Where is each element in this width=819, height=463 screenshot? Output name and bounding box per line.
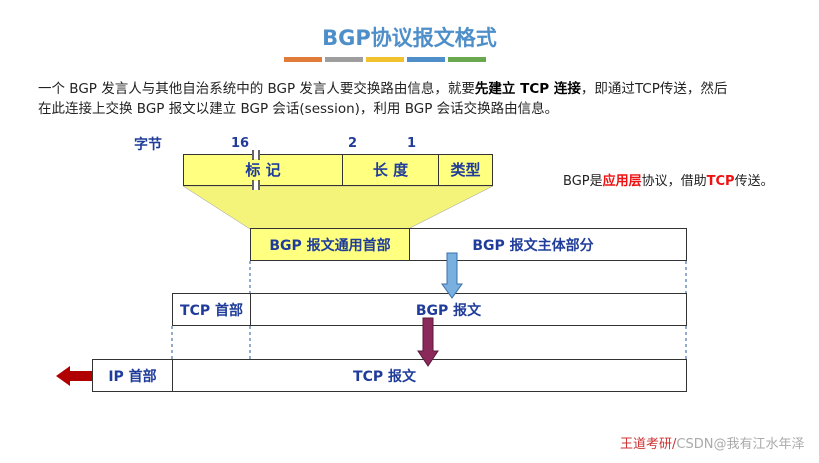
ip-payload-tcp: TCP 报文: [353, 368, 416, 385]
break-marks: [252, 150, 260, 190]
title-underline: [284, 57, 486, 62]
title-bar-3: [366, 57, 404, 62]
bgp-message-row: BGP 报文通用首部 BGP 报文主体部分: [250, 228, 687, 261]
bgp-note: BGP是应用层协议，借助TCP传送。: [563, 170, 774, 189]
intro-paragraph: 一个 BGP 发言人与其他自治系统中的 BGP 发言人要交换路由信息，就要先建立…: [38, 79, 798, 119]
footer-brand: 王道考研/: [620, 437, 677, 452]
left-arrow-red: [56, 366, 92, 386]
marker-size: 16: [231, 136, 250, 151]
note-app-layer: 应用层: [602, 174, 642, 189]
marker-field: 标 记: [245, 161, 281, 179]
footer-watermark: CSDN@我有江水年泽: [676, 437, 805, 452]
ip-datagram-row: IP 首部 TCP 报文: [92, 359, 687, 392]
field-divider-1: [342, 155, 343, 185]
note-suffix: 传送。: [734, 174, 774, 189]
footer: 王道考研/CSDN@我有江水年泽: [620, 433, 804, 452]
title-bar-5: [448, 57, 486, 62]
intro-line1-bold: 先建立 TCP 连接: [474, 81, 581, 97]
title-bar-1: [284, 57, 322, 62]
type-size: 1: [407, 136, 417, 151]
field-divider-2: [438, 155, 439, 185]
intro-line2: 在此连接上交换 BGP 报文以建立 BGP 会话(session)，利用 BGP…: [38, 101, 559, 117]
tcp-payload-bgp: BGP 报文: [415, 302, 482, 319]
length-size: 2: [348, 136, 358, 151]
note-middle: 协议，借助: [641, 174, 707, 189]
ip-header: IP 首部: [93, 360, 173, 391]
note-tcp: TCP: [706, 174, 735, 189]
bytes-label: 字节: [134, 137, 162, 153]
title-bar-4: [407, 57, 445, 62]
tcp-header: TCP 首部: [173, 294, 251, 325]
bgp-header-fields: 标 记 长 度 类型: [183, 154, 493, 186]
intro-line1-b: ，即通过TCP传送，然后: [580, 81, 728, 97]
note-prefix: BGP是: [563, 174, 603, 189]
down-arrow-purple: [417, 317, 439, 367]
type-field: 类型: [450, 161, 481, 179]
intro-line1-a: 一个 BGP 发言人与其他自治系统中的 BGP 发言人要交换路由信息，就要: [38, 81, 475, 97]
break-gap-bottom: [252, 181, 260, 190]
length-field: 长 度: [372, 161, 409, 179]
bgp-common-header: BGP 报文通用首部: [251, 229, 410, 260]
down-arrow-blue: [441, 252, 463, 299]
bgp-body: BGP 报文主体部分: [472, 237, 594, 254]
page-title: BGP协议报文格式: [322, 26, 497, 50]
title-bar-2: [325, 57, 363, 62]
break-gap-top: [252, 150, 260, 159]
